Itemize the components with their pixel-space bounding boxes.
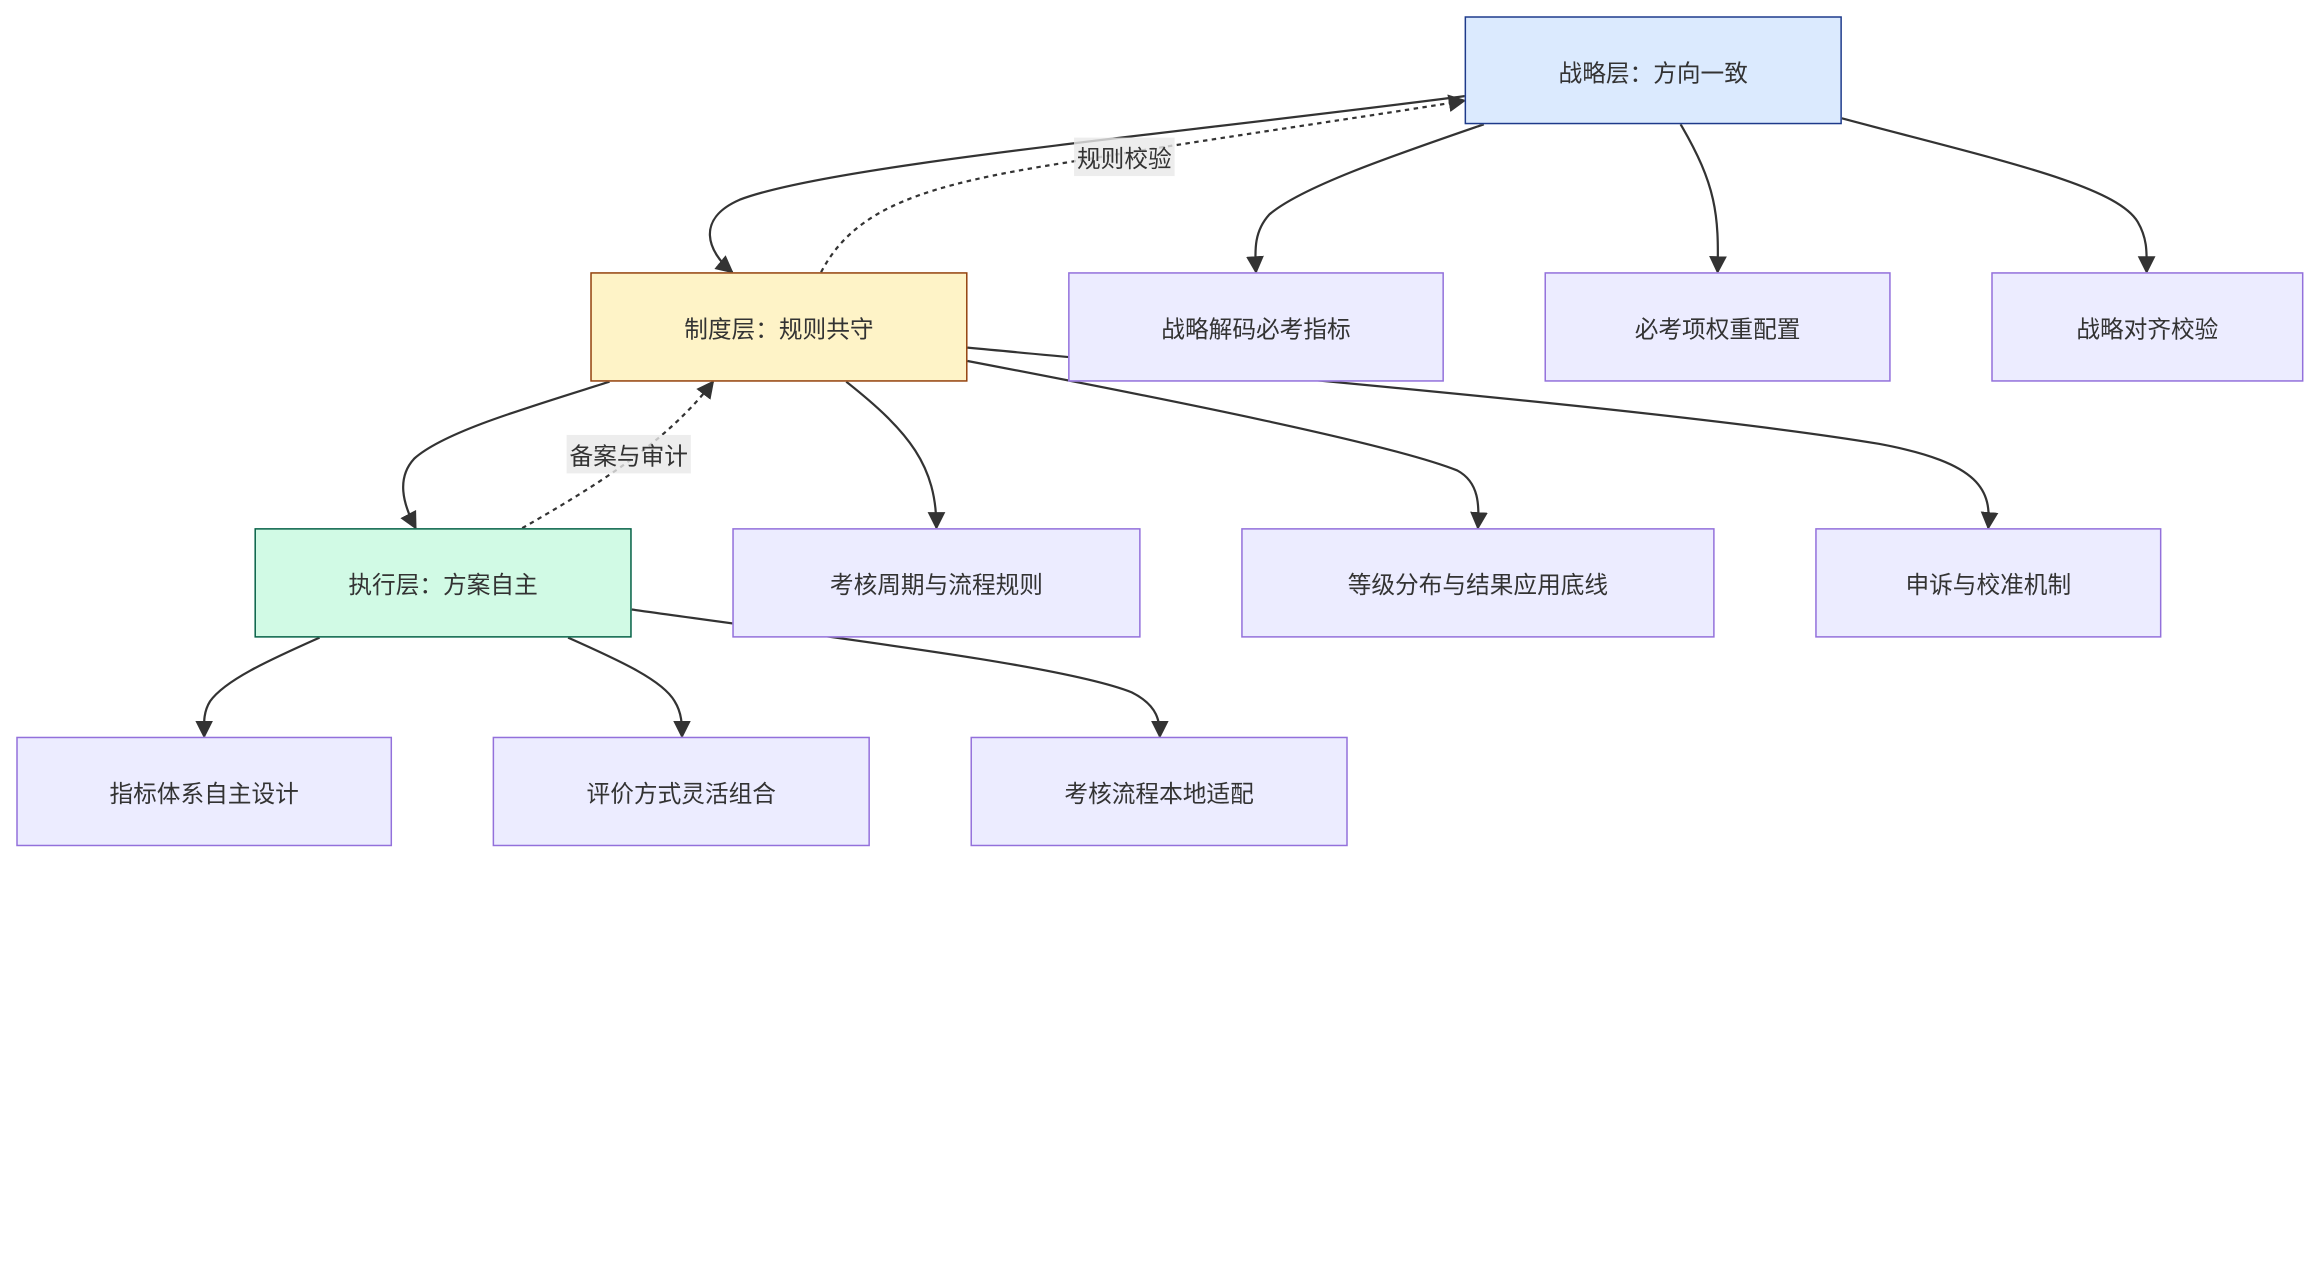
strategy-alignment-check-node: 战略对齐校验 bbox=[1991, 272, 2304, 382]
cycle-and-process-rules-node: 考核周期与流程规则 bbox=[732, 528, 1141, 638]
system-layer-node: 制度层：规则共守 bbox=[590, 272, 968, 382]
edge-system-rule-check bbox=[820, 94, 1467, 273]
edge-system-to-r2 bbox=[967, 359, 1488, 530]
edges-layer bbox=[195, 94, 2156, 739]
edge-system-to-execution bbox=[400, 380, 610, 530]
edge-system-to-r1 bbox=[845, 380, 946, 530]
edge-execution-to-e2 bbox=[567, 636, 691, 739]
edge-execution-to-e1 bbox=[195, 636, 321, 739]
process-local-adaptation-node: 考核流程本地适配 bbox=[970, 736, 1348, 847]
edge-strategy-to-system bbox=[708, 95, 1465, 274]
edge-strategy-to-s1 bbox=[1246, 123, 1485, 274]
rule-check-edge-label: 规则校验 bbox=[1074, 137, 1175, 177]
filing-audit-edge-label: 备案与审计 bbox=[566, 434, 691, 474]
evaluation-method-combo-node: 评价方式灵活组合 bbox=[492, 736, 870, 847]
required-item-weight-config-node: 必考项权重配置 bbox=[1544, 272, 1891, 382]
edge-execution-filing-audit bbox=[521, 380, 715, 530]
edge-strategy-to-s3 bbox=[1841, 117, 2156, 274]
execution-layer-node: 执行层：方案自主 bbox=[254, 528, 632, 638]
grade-distribution-baseline-node: 等级分布与结果应用底线 bbox=[1241, 528, 1715, 638]
strategy-layer-node: 战略层：方向一致 bbox=[1464, 16, 1842, 125]
indicator-system-design-node: 指标体系自主设计 bbox=[16, 736, 393, 847]
edge-strategy-to-s2 bbox=[1679, 123, 1727, 274]
appeal-calibration-node: 申诉与校准机制 bbox=[1815, 528, 2162, 638]
strategy-decode-required-indicators-node: 战略解码必考指标 bbox=[1068, 272, 1444, 382]
